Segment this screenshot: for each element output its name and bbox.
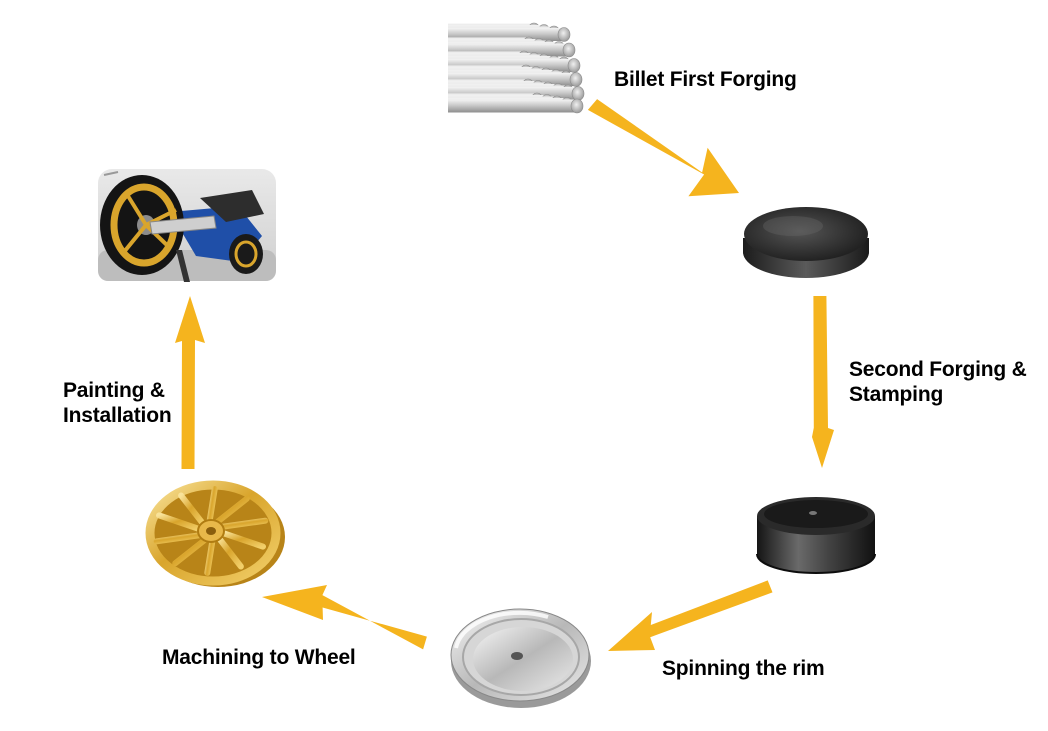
motorcycle-with-installed-wheel-image: [98, 169, 276, 282]
stamped-wheel-blank-image: [756, 497, 876, 574]
wheel-spoke: [178, 492, 206, 527]
aluminum-billet-bars-image: [448, 22, 585, 114]
step-label-machining-to-wheel: Machining to Wheel: [162, 646, 356, 669]
billet-bar-end: [570, 98, 584, 114]
arrow-step4-to-step5: [262, 585, 427, 650]
wheel-spoke: [156, 512, 203, 532]
wheel-spoke: [206, 486, 218, 525]
step-label-line: Installation: [63, 404, 172, 427]
billet-bar-end: [571, 86, 585, 101]
wheel-spoke: [216, 535, 244, 570]
billet-bar-end: [569, 72, 583, 87]
arrow-step3-to-step4: [608, 580, 773, 651]
billet-bar-end: [557, 27, 571, 42]
step-label-line: Stamping: [849, 383, 944, 406]
step-label-second-forging-stamping: Second Forging & Stamping: [849, 357, 1027, 407]
step-label-painting-installation: Painting & Installation: [63, 378, 172, 428]
step-label-line: Second Forging &: [849, 358, 1027, 381]
step-label-line: Painting &: [63, 379, 165, 402]
forged-disc-blank-image: [743, 207, 869, 278]
wheel-spoke: [172, 536, 209, 567]
billet-bar-end: [562, 42, 576, 58]
arrow-step5-to-final: [175, 296, 205, 469]
billet-bar-end: [567, 58, 581, 73]
arrow-step1-to-step2: [587, 99, 739, 197]
step-label-spinning-the-rim: Spinning the rim: [662, 657, 825, 680]
wheel-spoke: [219, 530, 266, 550]
step-label-billet-first-forging: Billet First Forging: [614, 68, 797, 91]
arrows: [175, 99, 834, 651]
spun-rim-blank-image: [450, 608, 591, 708]
wheel-spoke: [218, 517, 269, 530]
arrow-step2-to-step3: [812, 296, 834, 468]
gold-finished-wheel-image: [145, 480, 285, 587]
billet-bar: [448, 99, 577, 113]
wheel-spoke: [213, 495, 250, 526]
wheel-spoke: [153, 532, 204, 545]
wheel-spoke: [204, 537, 216, 576]
